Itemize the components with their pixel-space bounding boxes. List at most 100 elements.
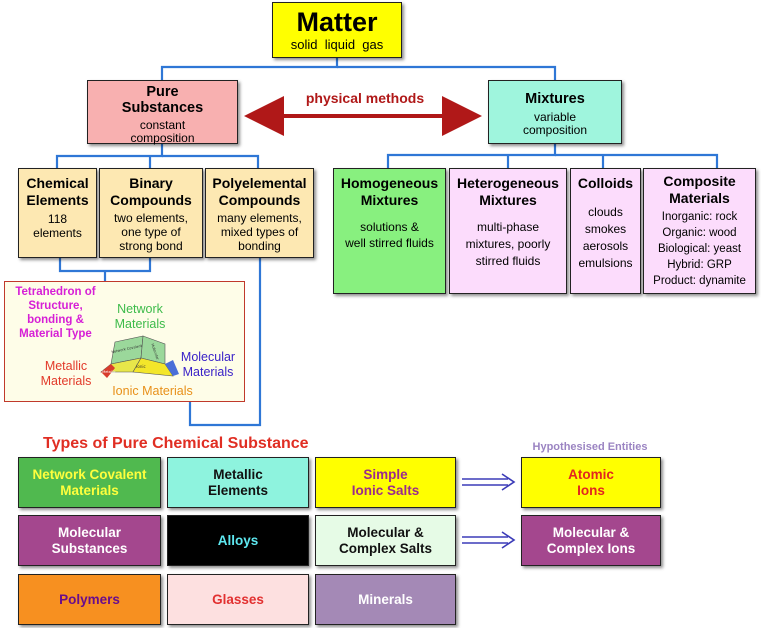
tetra-face-label: Molecular (150, 343, 160, 361)
entity-line: Ions (577, 482, 605, 498)
pure-desc-1: constant (139, 118, 186, 132)
colloids-item: smokes (584, 222, 627, 236)
network-materials-label: Network Materials (105, 302, 175, 332)
connector-pure (55, 144, 164, 168)
mixtures-title: Mixtures (525, 91, 585, 107)
chemical-desc-1: 118 (47, 212, 68, 226)
binary-compounds-box: Binary Compounds two elements, one type … (99, 168, 203, 258)
colloids-item: aerosols (582, 239, 629, 253)
connector-compounds (58, 258, 152, 273)
metallic-materials-line: Metallic (44, 359, 88, 373)
homogeneous-desc-2: well stirred fluids (345, 236, 434, 250)
molecular-materials-label: Molecular Materials (173, 350, 243, 380)
type-line: Materials (60, 482, 119, 498)
tetrahedron-heading-line: bonding & (27, 314, 84, 326)
type-minerals: Minerals (315, 574, 456, 625)
molecular-materials-line: Molecular (180, 350, 236, 364)
connector-matter (160, 58, 339, 80)
double-arrow-atomic (462, 473, 516, 491)
type-line: Alloys (217, 532, 259, 548)
matter-subtitle: solid liquid gas (290, 37, 384, 52)
heterogeneous-title-1: Heterogeneous (457, 175, 559, 191)
entity-line: Atomic (568, 466, 614, 482)
type-line: Metallic (213, 466, 263, 482)
polyelemental-compounds-box: Polyelemental Compounds many elements, m… (205, 168, 314, 258)
chemical-elements-box: Chemical Elements 118 elements (18, 168, 97, 258)
type-line: Simple (363, 466, 408, 482)
tetrahedron-heading: Tetrahedron of Structure, bonding & Mate… (8, 285, 103, 341)
physical-methods-label: physical methods (305, 90, 425, 106)
double-arrow-molecular (462, 531, 516, 549)
hypothesised-heading: Hypothesised Entities (532, 441, 648, 453)
metallic-materials-line: Materials (40, 374, 92, 388)
type-simple-ionic-salts: Simple Ionic Salts (315, 457, 456, 508)
type-metallic-elements: Metallic Elements (167, 457, 309, 508)
tetrahedron-heading-line: Tetrahedron of (15, 286, 96, 298)
types-heading: Types of Pure Chemical Substance (43, 435, 309, 452)
heterogeneous-desc-3: stirred fluids (475, 254, 541, 268)
type-line: Molecular (57, 524, 122, 540)
homogeneous-title-2: Mixtures (360, 192, 419, 208)
network-materials-line: Network (117, 302, 163, 316)
chemical-title-1: Chemical (26, 175, 89, 191)
binary-desc-3: strong bond (119, 239, 183, 253)
pure-title-2: Substances (121, 100, 204, 116)
tetra-face-label: Ionic (136, 364, 145, 369)
tetra-edge-red (101, 364, 115, 378)
composite-item: Organic: wood (662, 227, 737, 239)
type-molecular-substances: Molecular Substances (18, 515, 161, 566)
heterogeneous-desc-1: multi-phase (476, 220, 540, 234)
binary-title-2: Compounds (110, 192, 192, 208)
composite-materials-box: Composite Materials Inorganic: rock Orga… (643, 168, 756, 294)
type-line: Molecular & (347, 524, 424, 540)
homogeneous-mixtures-box: Homogeneous Mixtures solutions & well st… (333, 168, 446, 294)
molecular-materials-line: Materials (182, 365, 234, 379)
type-glasses: Glasses (167, 574, 309, 625)
composite-item: Biological: yeast (657, 243, 742, 255)
matter-box: Matter solid liquid gas (272, 2, 402, 58)
composite-item: Inorganic: rock (661, 211, 738, 223)
composite-title-1: Composite (663, 173, 736, 189)
polyelemental-title-1: Polyelemental (212, 175, 307, 191)
colloids-title: Colloids (577, 175, 634, 191)
polyelemental-title-2: Compounds (218, 192, 301, 208)
entity-line: Complex Ions (546, 540, 636, 556)
heterogeneous-desc-2: mixtures, poorly (465, 237, 551, 251)
type-network-covalent: Network Covalent Materials (18, 457, 161, 508)
polyelemental-desc-1: many elements, (217, 211, 302, 225)
type-alloys: Alloys (167, 515, 309, 566)
pure-title-1: Pure (146, 84, 179, 100)
tetrahedron-heading-line: Material Type (19, 328, 92, 340)
colloids-box: Colloids clouds smokes aerosols emulsion… (570, 168, 641, 294)
entity-line: Molecular & (552, 524, 630, 540)
entity-molecular-complex-ions: Molecular & Complex Ions (521, 515, 661, 566)
type-line: Glasses (212, 591, 264, 607)
type-line: Polymers (59, 591, 120, 607)
pure-desc-2: composition (130, 131, 195, 145)
type-line: Complex Salts (338, 540, 433, 556)
homogeneous-title-1: Homogeneous (340, 175, 439, 191)
mixtures-box: Mixtures variable composition (488, 80, 622, 144)
type-line: Ionic Salts (351, 482, 420, 498)
tetrahedron-panel: Tetrahedron of Structure, bonding & Mate… (4, 281, 245, 402)
type-line: Substances (51, 540, 128, 556)
connector-matter-mixtures (337, 65, 557, 80)
composite-item: Product: dynamite (653, 275, 746, 287)
binary-desc-2: one type of (121, 225, 181, 239)
connector-mixtures (386, 144, 557, 168)
connector-tetra-down (188, 258, 262, 427)
chemical-title-2: Elements (26, 192, 89, 208)
binary-title-1: Binary (129, 175, 173, 191)
tetrahedron-heading-line: Structure, (28, 300, 83, 312)
tetra-face-label: Metallic (102, 370, 116, 374)
chemical-desc-2: elements (33, 226, 82, 240)
type-line: Elements (207, 482, 269, 498)
ionic-materials-label: Ionic Materials (112, 384, 193, 398)
heterogeneous-title-2: Mixtures (479, 192, 537, 208)
binary-desc-1: two elements, (113, 211, 189, 225)
tetra-edge-blue (165, 360, 179, 376)
tetrahedron-graphic: Network Covalent Molecular Metallic Ioni… (100, 335, 179, 378)
connector-mixtures-right (555, 153, 719, 168)
type-line: Network Covalent (32, 466, 147, 482)
